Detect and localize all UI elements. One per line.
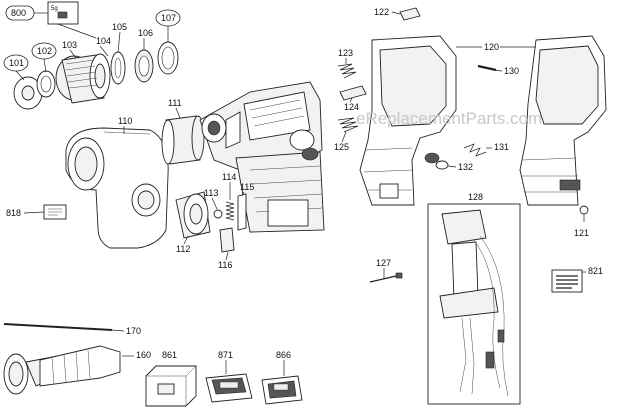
part-122-trigger-button [399, 7, 421, 21]
callout-101[interactable]: 101 [3, 54, 29, 72]
part-170-depth-rod [3, 323, 113, 331]
label-123[interactable]: 123 [338, 48, 353, 58]
part-111-collar [161, 115, 205, 165]
label-114[interactable]: 114 [222, 172, 236, 182]
callout-107[interactable]: 107 [155, 9, 181, 27]
label-170[interactable]: 170 [126, 326, 141, 336]
part-871-charger [205, 373, 253, 403]
part-800-grease-packet: 5g [47, 1, 79, 25]
label-106[interactable]: 106 [138, 28, 153, 38]
part-120-left-housing [359, 35, 457, 206]
part-116-plunger [219, 227, 235, 253]
label-131[interactable]: 131 [494, 142, 509, 152]
part-113-ball [213, 209, 223, 219]
part-105-ring [110, 51, 126, 85]
label-115[interactable]: 115 [240, 182, 254, 192]
label-124[interactable]: 124 [344, 102, 359, 112]
label-821[interactable]: 821 [588, 266, 603, 276]
part-124-pin [339, 85, 367, 101]
label-127[interactable]: 127 [376, 258, 391, 268]
part-114-spring [225, 201, 235, 221]
part-818-label [43, 204, 67, 220]
label-866[interactable]: 866 [276, 350, 291, 360]
part-131-spring [463, 143, 487, 157]
label-110[interactable]: 110 [118, 116, 132, 126]
label-818[interactable]: 818 [6, 208, 21, 218]
callout-102[interactable]: 102 [31, 42, 57, 60]
label-107: 107 [161, 13, 176, 23]
label-160[interactable]: 160 [136, 350, 151, 360]
label-105[interactable]: 105 [112, 22, 127, 32]
label-125[interactable]: 125 [334, 142, 349, 152]
part-106-bearing [134, 49, 154, 83]
label-5g: 5g [51, 6, 58, 12]
label-128[interactable]: 128 [468, 192, 483, 202]
part-160-side-handle [3, 345, 121, 395]
watermark-text: eReplacementParts.com [356, 109, 542, 128]
part-130-screws [477, 64, 497, 72]
part-103-gear-housing [55, 53, 111, 104]
part-125-spring [337, 117, 359, 133]
label-120[interactable]: 120 [484, 42, 499, 52]
label-130[interactable]: 130 [504, 66, 519, 76]
label-871[interactable]: 871 [218, 350, 233, 360]
part-121-screw [579, 205, 589, 222]
label-121[interactable]: 121 [574, 228, 589, 238]
label-112[interactable]: 112 [176, 244, 190, 254]
label-800: 800 [11, 8, 26, 18]
part-123-spring [337, 63, 357, 79]
label-132[interactable]: 132 [458, 162, 473, 172]
part-861-kit-box [145, 365, 197, 407]
part-gear-case-assembly [199, 81, 325, 233]
part-102-o-ring [36, 70, 56, 98]
label-104[interactable]: 104 [96, 36, 111, 46]
label-116[interactable]: 116 [218, 260, 232, 270]
label-861[interactable]: 861 [162, 350, 177, 360]
part-821-label [551, 269, 583, 293]
label-101: 101 [9, 58, 24, 68]
label-111[interactable]: 111 [168, 98, 182, 108]
part-132-button [435, 160, 449, 170]
part-120-right-housing [519, 35, 607, 206]
label-102: 102 [37, 46, 52, 56]
callout-800[interactable]: 800 [5, 5, 35, 21]
part-101-washer [13, 76, 43, 110]
part-110-dust-shroud [65, 127, 169, 249]
part-112-cap [175, 191, 211, 239]
part-107-retaining-ring [157, 41, 179, 75]
label-122[interactable]: 122 [374, 7, 389, 17]
part-115-spacer [237, 193, 247, 231]
label-113[interactable]: 113 [204, 188, 218, 198]
part-866-battery [261, 375, 303, 405]
part-127-wire [369, 272, 403, 283]
part-128-switch-assembly [427, 203, 521, 405]
label-103[interactable]: 103 [62, 40, 77, 50]
